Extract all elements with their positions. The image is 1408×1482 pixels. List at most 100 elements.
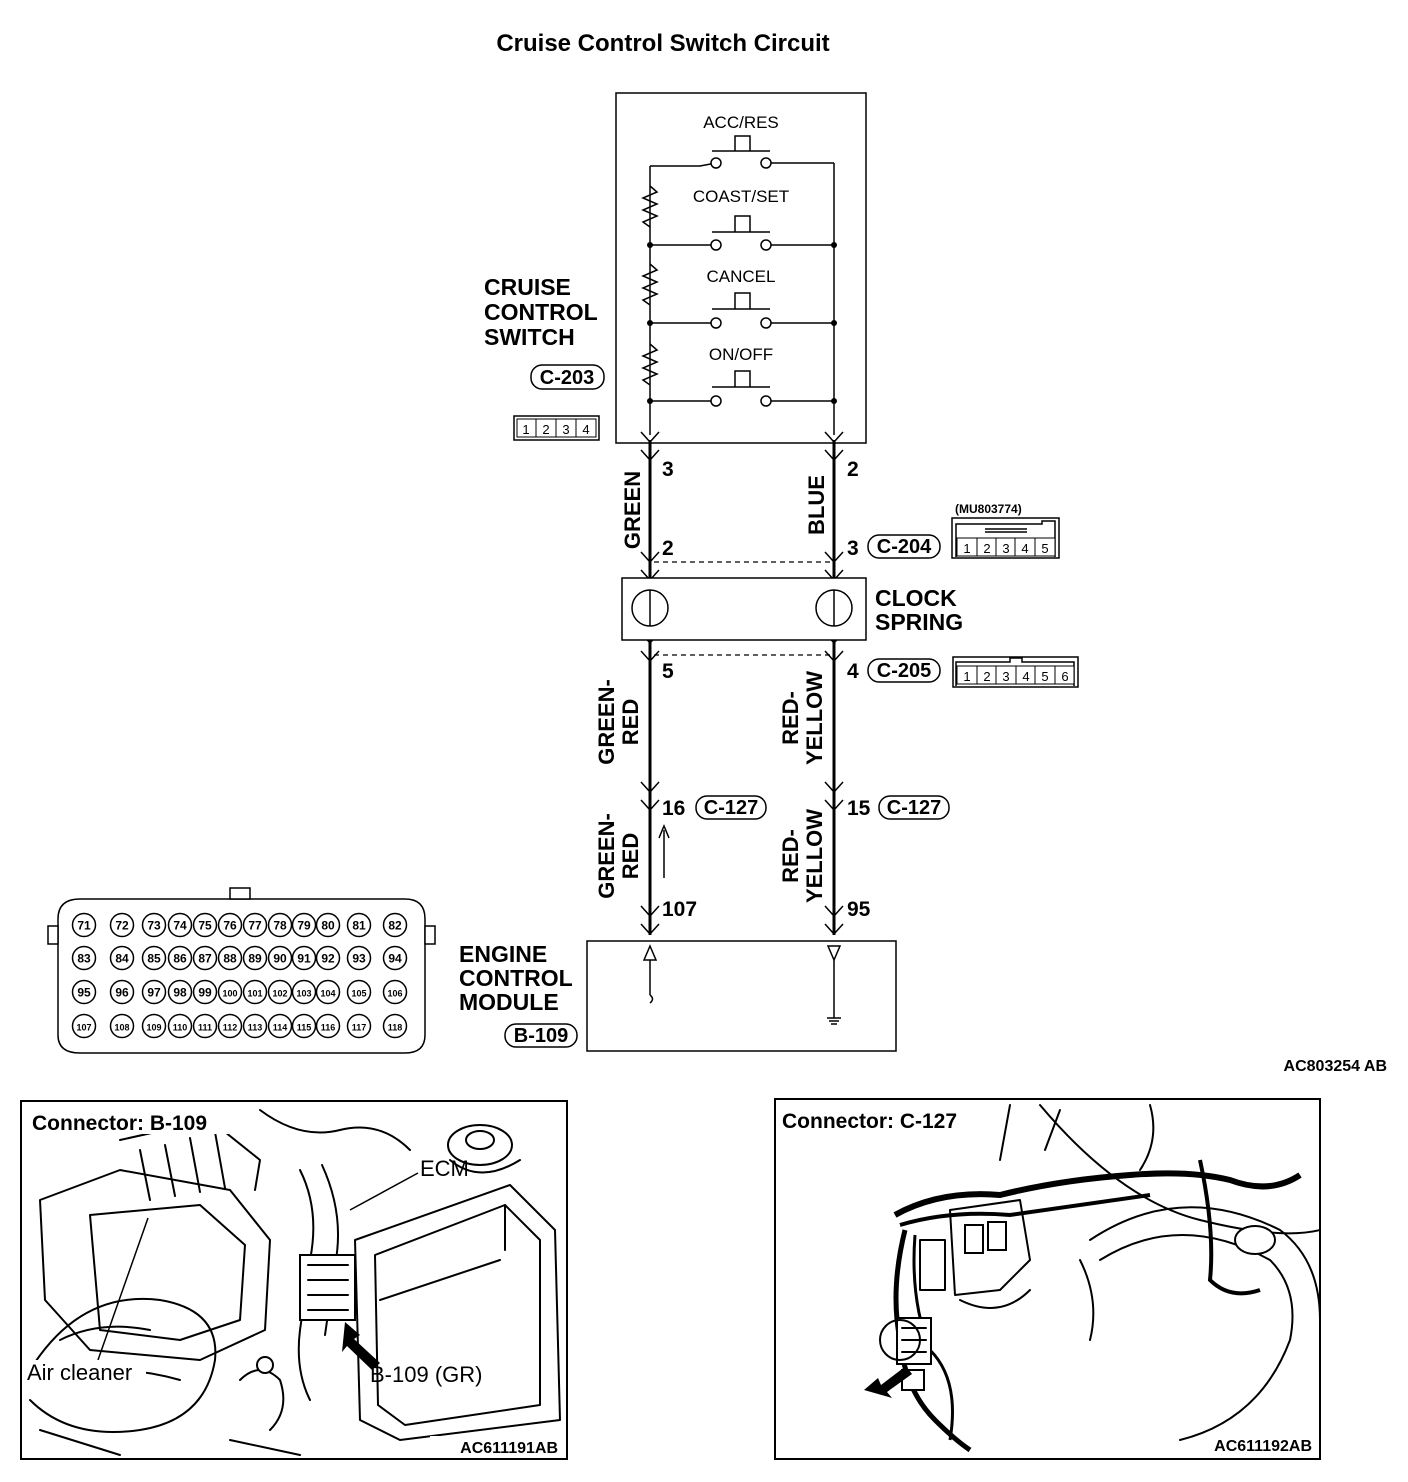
clock-spring: CLOCK SPRING [621,577,963,641]
pin-c204-left: 2 [662,537,674,560]
photo-left-code: AC611191AB [460,1440,558,1457]
ecm-pin-number: 83 [77,952,91,966]
photo-left-connector-label: B-109 (GR) [370,1362,482,1387]
ecm-pin-circle [291,945,317,971]
connector-c204-label: C-204 [877,536,932,558]
connector-c205: C-205 1 2 3 4 5 6 [867,656,1079,688]
ecm-pin-number: 111 [198,1023,212,1033]
ecm-pin-circle [109,1013,135,1039]
diagram-title: Cruise Control Switch Circuit [496,30,829,57]
coast-set-switch: COAST/SET [647,187,837,251]
photo-right-code: AC611192AB [1214,1438,1312,1455]
ecm-pin-circle [167,912,193,938]
ecm-pin-circle [217,945,243,971]
c205-pin-1: 1 [963,669,970,684]
ecm-pin-circle [141,912,167,938]
ecm-pin-circle [267,1013,293,1039]
connector-c127-left-label: C-127 [704,797,758,819]
ecm-pin-circle [242,912,268,938]
c204-pin-3: 3 [1002,541,1009,556]
wire-color-right-low-2: YELLOW [802,809,827,903]
photo-c127: Connector: C-127 AC611192AB [774,1098,1321,1460]
ecm-pin-circle [382,1013,408,1039]
ecm-pin-circle [167,1013,193,1039]
ecm-pin-circle [192,1013,218,1039]
ecm-pin-circle [382,912,408,938]
ecm-pin-number: 103 [296,989,311,999]
ecm-pin-number: 74 [173,919,187,933]
cancel-switch: CANCEL [647,267,837,329]
ecm-pin-circle [346,945,372,971]
ecm-pin-number: 109 [146,1023,161,1033]
photo-left-title: Connector: B-109 [32,1112,207,1135]
wire-color-right-mid-1: RED- [778,691,803,745]
ecm-pin-number: 85 [147,952,161,966]
ecm-pin-circle [167,979,193,1005]
dash-harness-illustration [879,1104,1319,1453]
c204-pin-4: 4 [1021,541,1028,556]
ecm-pin-circle [217,979,243,1005]
switch-label-line2: CONTROL [484,299,598,325]
ecm-pin-number: 93 [352,952,366,966]
clock-spring-line2: SPRING [875,609,963,635]
pin-sw-left: 3 [662,458,674,481]
ecm-pin-number: 95 [77,986,91,1000]
coast-set-label: COAST/SET [693,187,789,206]
c205-pin-6: 6 [1061,669,1068,684]
ecm-pin-number: 102 [272,989,287,999]
ecm-pin-circle [315,1013,341,1039]
pin-ecm-right: 95 [847,898,871,921]
ecm-pin-circle [242,979,268,1005]
ecm-pin-number: 81 [352,919,366,933]
ecm-pin-circle [346,1013,372,1039]
acc-res-label: ACC/RES [703,113,779,132]
wire-color-right-low-1: RED- [778,829,803,883]
c203-pin-3: 3 [562,422,569,437]
switch-label: CRUISE CONTROL SWITCH C-203 1 2 3 4 [484,274,605,441]
wires [640,431,844,936]
ecm-pin-number: 100 [222,989,237,999]
wire-color-left-mid-1: GREEN- [594,679,619,765]
ecm-label-line2: CONTROL [459,965,573,991]
ecm-pin-number: 104 [320,989,335,999]
ecm-pin-number: 79 [297,919,311,933]
photo-left-air-cleaner-label: Air cleaner [27,1360,132,1385]
switch-label-line1: CRUISE [484,274,571,300]
c203-pin-4: 4 [582,422,589,437]
ecm-pin-circle [71,912,97,938]
c204-part-number: (MU803774) [955,502,1022,516]
ecm-pin-number: 112 [223,1023,238,1033]
ecm-pin-circle [192,912,218,938]
ecm-pin-circle [109,979,135,1005]
ecm-pin-number: 97 [147,986,161,1000]
ecm-pin-number: 105 [351,989,366,999]
ecm-pin-number: 101 [247,989,262,999]
ecm-pin-number: 87 [198,952,212,966]
ecm-pin-number: 96 [115,986,129,1000]
diagram-code: AC803254 AB [1284,1058,1387,1075]
connector-c127: C-127 C-127 [695,795,950,820]
ecm-pin-circle [346,979,372,1005]
ecm-pin-number: 91 [297,952,311,966]
wire-color-right-upper: BLUE [804,475,829,535]
ecm-pin-circle [291,979,317,1005]
c205-pin-4: 4 [1022,669,1029,684]
ecm-pin-circle [291,1013,317,1039]
ecm-pin-number: 88 [223,952,237,966]
ecm-pin-circle [192,979,218,1005]
pin-c127-right: 15 [847,797,871,820]
ecm-pin-number: 82 [388,919,402,933]
ecm-pin-number: 73 [147,919,161,933]
ecm-label-line3: MODULE [459,989,559,1015]
clock-spring-line1: CLOCK [875,585,957,611]
ecm-pin-number: 78 [273,919,287,933]
wire-color-left-upper: GREEN [620,471,645,549]
ecm-pin-circle [141,979,167,1005]
ecm-pin-circle [141,945,167,971]
ecm-pin-number: 77 [248,919,262,933]
ecm-pin-circle [315,912,341,938]
ecm-pin-number: 113 [248,1023,263,1033]
c205-pin-5: 5 [1041,669,1048,684]
